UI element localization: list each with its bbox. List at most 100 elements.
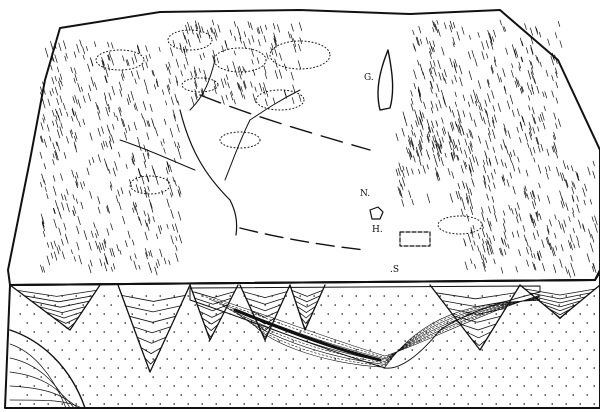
hachure-tick xyxy=(109,52,111,57)
hachure-tick xyxy=(480,112,483,121)
basement-dot xyxy=(411,385,413,387)
hachure-tick xyxy=(512,110,514,116)
hachure-tick xyxy=(448,132,450,138)
hachure-tick xyxy=(525,24,527,30)
hachure-tick xyxy=(128,125,130,130)
hachure-tick xyxy=(556,167,559,176)
basement-dot xyxy=(145,295,147,297)
basement-dot xyxy=(369,403,371,405)
hachure-tick xyxy=(212,20,213,25)
hachure-tick xyxy=(445,153,446,157)
basement-dot xyxy=(348,322,350,324)
hachure-tick xyxy=(66,53,68,58)
hachure-tick xyxy=(233,62,235,68)
hachure-tick xyxy=(154,85,155,89)
hachure-tick xyxy=(542,112,544,120)
hachure-tick xyxy=(224,79,226,85)
hachure-tick xyxy=(225,41,228,50)
hachure-tick xyxy=(472,155,474,163)
hachure-tick xyxy=(560,259,562,267)
hachure-tick xyxy=(460,148,462,154)
hachure-tick xyxy=(512,163,514,171)
hachure-tick xyxy=(134,261,137,269)
basement-dot xyxy=(495,331,497,333)
hachure-tick xyxy=(528,96,529,101)
basement-dot xyxy=(404,358,406,360)
basement-dot xyxy=(565,367,567,369)
basement-dot xyxy=(145,313,147,315)
hachure-tick xyxy=(184,64,185,69)
basement-dot xyxy=(481,385,483,387)
hachure-tick xyxy=(125,128,126,132)
basement-dot xyxy=(75,367,77,369)
hachure-tick xyxy=(139,169,141,177)
hachure-tick xyxy=(146,62,148,68)
hachure-tick xyxy=(51,65,52,70)
basement-dot xyxy=(194,376,196,378)
hachure-tick xyxy=(147,133,149,140)
hachure-tick xyxy=(399,180,401,186)
hachure-tick xyxy=(166,64,168,70)
basement-dot xyxy=(19,295,21,297)
basement-dot xyxy=(516,304,518,306)
hachure-tick xyxy=(540,62,541,66)
basement-dot xyxy=(285,349,287,351)
basement-dot xyxy=(222,376,224,378)
basement-dot xyxy=(187,349,189,351)
hachure-tick xyxy=(156,177,158,185)
hachure-tick xyxy=(463,95,465,101)
fault-line xyxy=(240,228,365,250)
hachure-tick xyxy=(43,114,45,120)
hachure-tick xyxy=(170,128,173,137)
hachure-tick xyxy=(585,184,587,191)
hachure-tick xyxy=(442,129,444,136)
hachure-tick xyxy=(66,136,68,143)
hachure-tick xyxy=(145,232,147,240)
hachure-tick xyxy=(530,192,532,198)
basement-dot xyxy=(201,313,203,315)
basement-dot xyxy=(250,340,252,342)
basement-dot xyxy=(565,349,567,351)
basement-dot xyxy=(152,340,154,342)
basement-dot xyxy=(33,403,35,405)
hachure-tick xyxy=(538,146,540,152)
hachure-tick xyxy=(77,242,79,250)
basement-dot xyxy=(544,322,546,324)
basement-dot xyxy=(411,403,413,405)
hachure-tick xyxy=(266,53,268,59)
hachure-tick xyxy=(147,223,149,230)
basement-dot xyxy=(152,304,154,306)
basement-dot xyxy=(26,322,28,324)
hachure-tick xyxy=(166,167,168,174)
basement-dot xyxy=(285,367,287,369)
basement-dot xyxy=(33,313,35,315)
basement-dot xyxy=(201,331,203,333)
hachure-tick xyxy=(588,167,590,175)
fold-chevron xyxy=(246,298,284,304)
hachure-tick xyxy=(135,203,136,207)
hachure-tick xyxy=(455,102,456,106)
basement-dot xyxy=(530,340,532,342)
basement-dot xyxy=(446,376,448,378)
basement-dot xyxy=(299,403,301,405)
basement-dot xyxy=(495,313,497,315)
hachure-tick xyxy=(90,260,92,266)
hachure-tick xyxy=(249,39,251,45)
basement-dot xyxy=(320,394,322,396)
hachure-tick xyxy=(517,109,519,116)
hachure-tick xyxy=(80,40,82,46)
basement-dot xyxy=(418,322,420,324)
hachure-tick xyxy=(43,231,45,237)
hachure-tick xyxy=(110,142,112,149)
hachure-tick xyxy=(137,71,139,79)
basement-dot xyxy=(75,349,77,351)
hachure-tick xyxy=(134,105,135,110)
basement-dot xyxy=(54,340,56,342)
basement-dot xyxy=(89,385,91,387)
basement-dot xyxy=(47,331,49,333)
hachure-tick xyxy=(414,83,416,88)
basement-dot xyxy=(138,304,140,306)
hachure-tick xyxy=(414,70,417,79)
hachure-tick xyxy=(83,182,84,186)
hachure-tick xyxy=(515,208,517,216)
